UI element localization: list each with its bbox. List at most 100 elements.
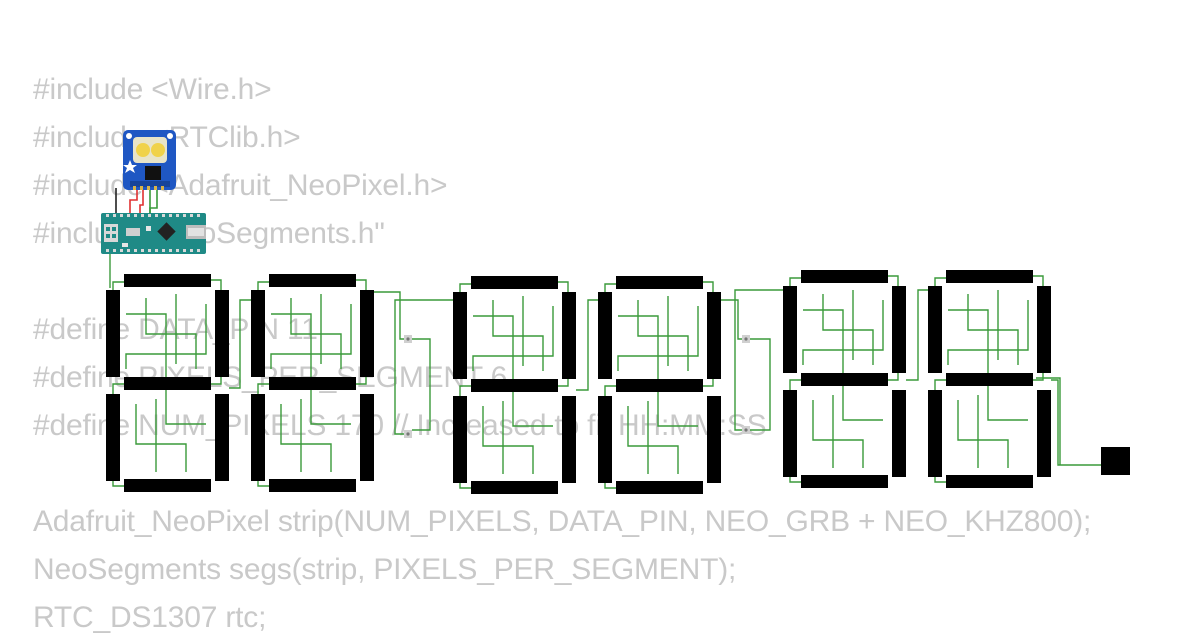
wire	[618, 315, 698, 427]
segment-e	[251, 394, 265, 481]
segment-d	[124, 479, 211, 492]
segment-d	[801, 475, 888, 488]
wire	[789, 277, 801, 286]
seven-segment-digit	[106, 274, 229, 492]
segment-f	[251, 290, 265, 377]
segment-e	[783, 390, 797, 477]
wiring	[109, 188, 1101, 489]
segment-c	[707, 396, 721, 483]
segment-d	[269, 479, 356, 492]
wire	[803, 309, 883, 421]
wire	[576, 299, 598, 391]
segment-b	[1037, 286, 1051, 373]
code-line: #include <Wire.h>	[33, 73, 272, 106]
seven-segment-display	[106, 270, 1051, 494]
seven-segment-digit	[251, 274, 374, 492]
wire	[934, 379, 946, 390]
wire	[1033, 373, 1044, 381]
segment-a	[946, 270, 1033, 283]
wire	[604, 483, 616, 489]
wire	[558, 379, 569, 387]
wire	[473, 315, 553, 427]
segment-c	[1037, 390, 1051, 477]
wire	[822, 294, 874, 365]
wire	[888, 373, 899, 381]
seven-segment-digit	[928, 270, 1051, 488]
wire	[812, 400, 864, 468]
segment-b	[892, 286, 906, 373]
segment-b	[360, 290, 374, 377]
wire	[934, 477, 946, 483]
wire	[139, 188, 144, 213]
wire	[129, 188, 138, 213]
wire	[558, 281, 569, 292]
colon-separator-1	[404, 335, 412, 438]
wire	[1033, 275, 1044, 286]
wire	[789, 379, 801, 390]
wire	[703, 281, 714, 292]
rtc-module-icon[interactable]	[123, 130, 176, 190]
code-line: NeoSegments segs(strip, PIXELS_PER_SEGME…	[33, 553, 737, 586]
wire	[271, 313, 351, 425]
segment-g	[269, 377, 356, 390]
wire	[211, 279, 222, 290]
wire	[112, 383, 124, 394]
segment-a	[801, 270, 888, 283]
wire	[257, 481, 269, 487]
segment-e	[106, 394, 120, 481]
segment-b	[707, 292, 721, 379]
segment-c	[562, 396, 576, 483]
segment-g	[124, 377, 211, 390]
wire	[948, 309, 1028, 421]
code-line: #include <Adafruit_NeoPixel.h>	[33, 169, 448, 202]
code-line: RTC_DS1307 rtc;	[33, 601, 267, 634]
wire	[257, 281, 269, 290]
segment-a	[471, 276, 558, 289]
wire	[459, 283, 471, 292]
segment-d	[946, 475, 1033, 488]
wire	[356, 377, 367, 385]
segment-a	[124, 274, 211, 287]
wire	[888, 275, 899, 286]
wire	[135, 404, 187, 472]
segment-d	[471, 481, 558, 494]
wire	[934, 277, 946, 286]
wire	[604, 385, 616, 396]
wire	[617, 306, 699, 371]
wire	[459, 385, 471, 396]
wire	[604, 283, 616, 292]
segment-g	[801, 373, 888, 386]
wire	[270, 304, 352, 369]
seven-segment-digit	[783, 270, 906, 488]
wire	[125, 304, 207, 369]
colon-separator-2	[742, 335, 750, 434]
wire	[492, 300, 544, 371]
seven-segment-digit	[598, 276, 721, 494]
segment-g	[471, 379, 558, 392]
arduino-nano-icon[interactable]	[101, 213, 206, 254]
wire	[721, 299, 742, 340]
wire	[211, 377, 222, 385]
wire	[472, 306, 554, 371]
wire	[394, 299, 453, 435]
wire	[789, 477, 801, 483]
wire	[459, 483, 471, 489]
segment-c	[360, 394, 374, 481]
segment-e	[598, 396, 612, 483]
wire	[906, 289, 928, 381]
wire	[1036, 377, 1061, 465]
segment-c	[892, 390, 906, 477]
segment-b	[215, 290, 229, 377]
wire	[627, 406, 679, 474]
wire	[802, 300, 884, 365]
wire	[374, 291, 404, 340]
wire	[149, 188, 158, 213]
wire	[412, 338, 431, 431]
wire	[229, 299, 251, 389]
code-line: Adafruit_NeoPixel strip(NUM_PIXELS, DATA…	[33, 505, 1092, 538]
wire	[750, 338, 771, 431]
wire	[967, 294, 1019, 365]
wire	[957, 400, 1009, 468]
wire	[703, 379, 714, 387]
decimal-point	[1101, 447, 1130, 475]
